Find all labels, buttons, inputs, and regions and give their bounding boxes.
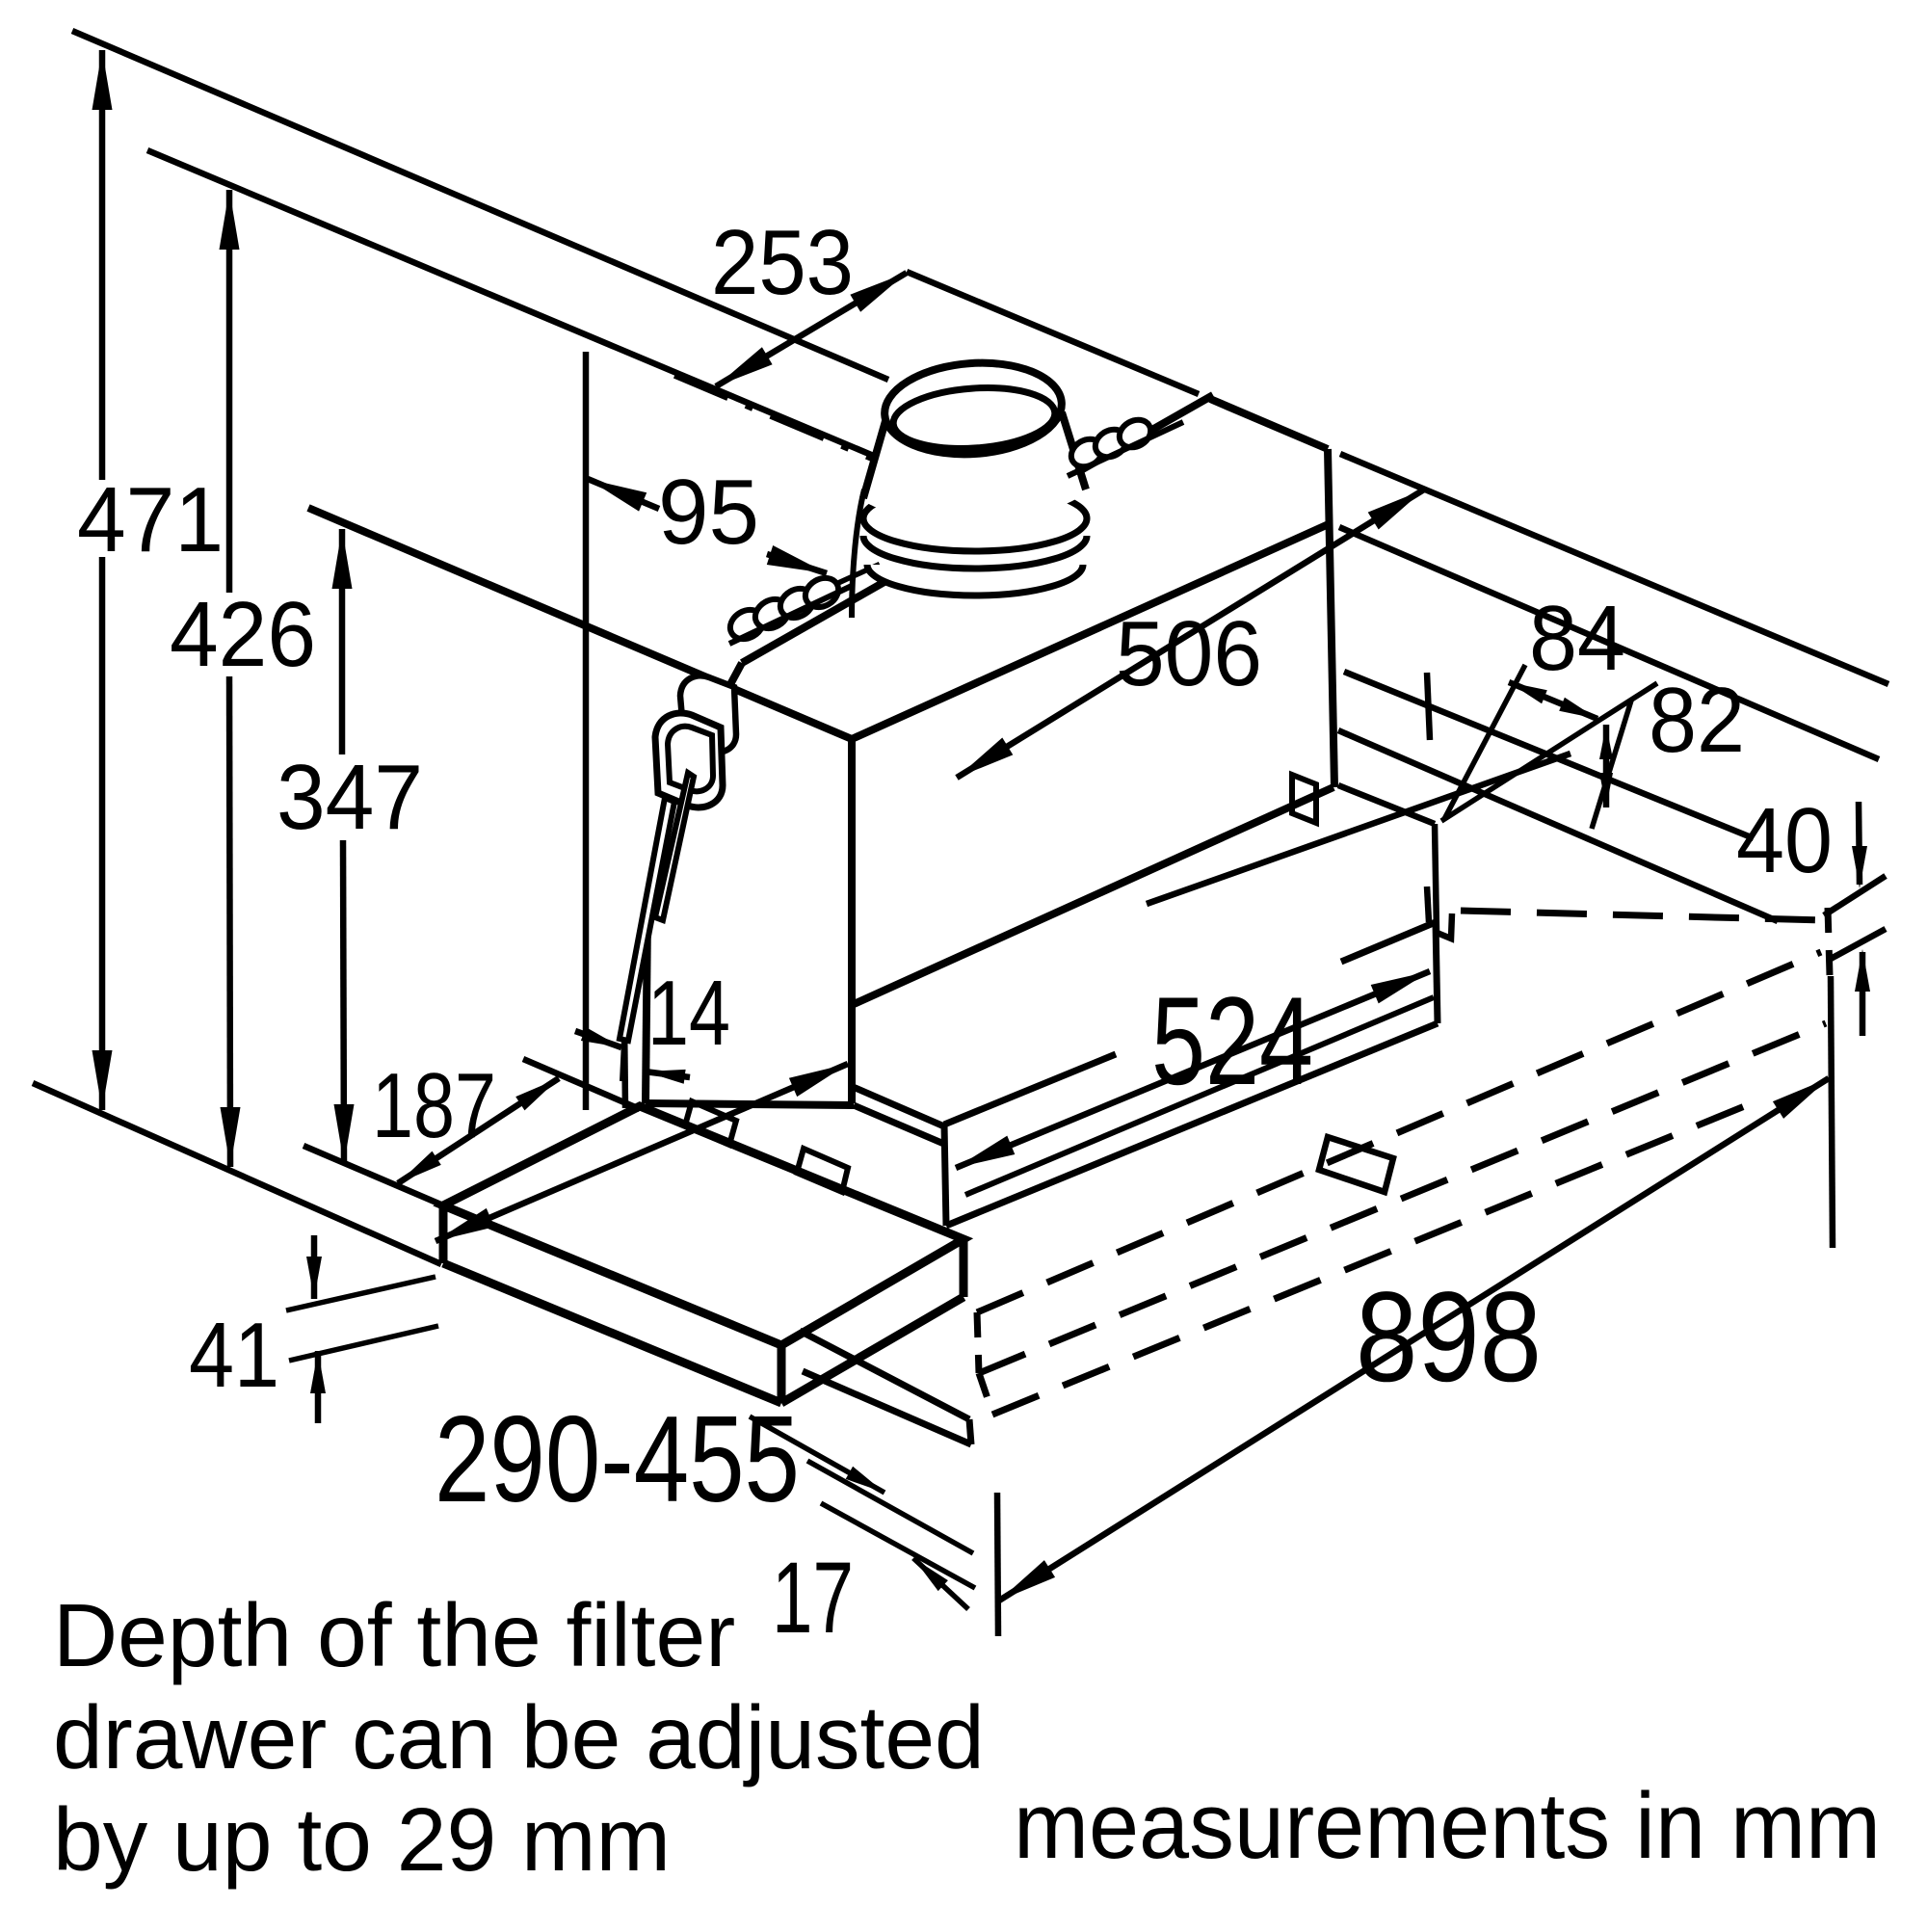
svg-text:41: 41 (189, 1304, 279, 1407)
svg-text:426: 426 (170, 583, 316, 686)
svg-text:82: 82 (1649, 669, 1745, 772)
svg-text:253: 253 (711, 211, 854, 314)
svg-text:17: 17 (772, 1542, 854, 1654)
svg-text:95: 95 (658, 461, 759, 564)
svg-text:506: 506 (1116, 602, 1262, 705)
svg-text:14: 14 (647, 962, 730, 1065)
svg-text:524: 524 (1151, 970, 1313, 1111)
svg-text:290-455: 290-455 (435, 1390, 800, 1527)
svg-text:measurements in mm: measurements in mm (1014, 1773, 1881, 1878)
svg-text:898: 898 (1356, 1266, 1542, 1409)
svg-text:by up to 29 mm: by up to 29 mm (53, 1789, 671, 1890)
svg-text:471: 471 (77, 468, 224, 571)
svg-text:187: 187 (372, 1054, 496, 1157)
svg-text:84: 84 (1529, 587, 1625, 690)
svg-text:347: 347 (277, 746, 423, 849)
svg-text:40: 40 (1736, 789, 1833, 892)
svg-text:drawer can be adjusted: drawer can be adjusted (53, 1687, 985, 1787)
svg-text:Depth of the filter: Depth of the filter (53, 1585, 735, 1685)
